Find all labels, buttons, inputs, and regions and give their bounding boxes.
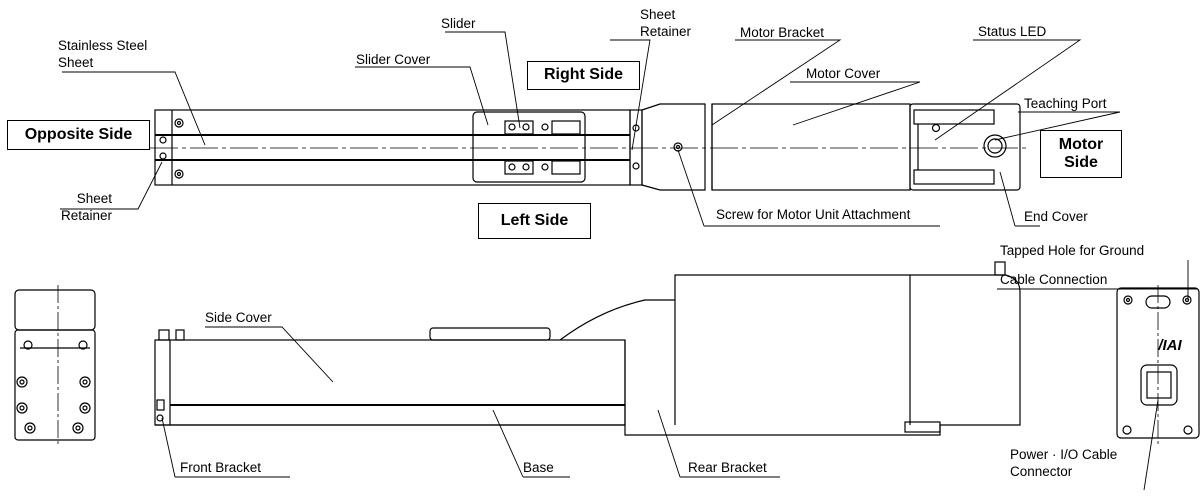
label-slider-cover: Slider Cover [356, 52, 431, 67]
side-cover-outline [154, 339, 626, 426]
label-side-cover: Side Cover [205, 310, 272, 325]
label-status-led: Status LED [978, 24, 1047, 39]
label-motor-cover: Motor Cover [806, 66, 881, 81]
label-screw-motor-unit: Screw for Motor Unit Attachment [716, 207, 911, 222]
label-tapped-hole-line2: Cable Connection [1000, 272, 1108, 287]
label-slider: Slider [441, 16, 476, 31]
label-end-cover: End Cover [1024, 209, 1088, 224]
slider-cover-outline [472, 111, 586, 183]
box-left-side: Left Side [478, 203, 591, 239]
label-motor-bracket: Motor Bracket [740, 25, 825, 40]
label-front-bracket: Front Bracket [180, 460, 262, 475]
box-motor-side: Motor Side [1040, 130, 1122, 178]
top-view-actuator [150, 103, 1030, 191]
side-view-actuator [154, 261, 1021, 436]
leader-lines [60, 31, 1197, 491]
label-power-io-connector: Power · I/O Cable Connector [1010, 447, 1118, 479]
label-base: Base [523, 460, 554, 475]
iai-logo: /IAI [1157, 337, 1182, 354]
right-end-view [1116, 285, 1200, 445]
box-right-side: Right Side [527, 61, 640, 90]
label-tapped-hole-line1: Tapped Hole for Ground [1000, 243, 1145, 258]
label-sheet-retainer-top: Sheet Retainer [640, 7, 692, 39]
label-stainless-steel-sheet: Stainless Steel Sheet [58, 38, 148, 70]
left-end-view [14, 285, 96, 445]
label-teaching-port: Teaching Port [1024, 96, 1107, 111]
label-rear-bracket: Rear Bracket [688, 460, 767, 475]
label-sheet-retainer-bottom: Sheet Retainer [60, 191, 112, 223]
box-opposite-side: Opposite Side [7, 120, 150, 150]
